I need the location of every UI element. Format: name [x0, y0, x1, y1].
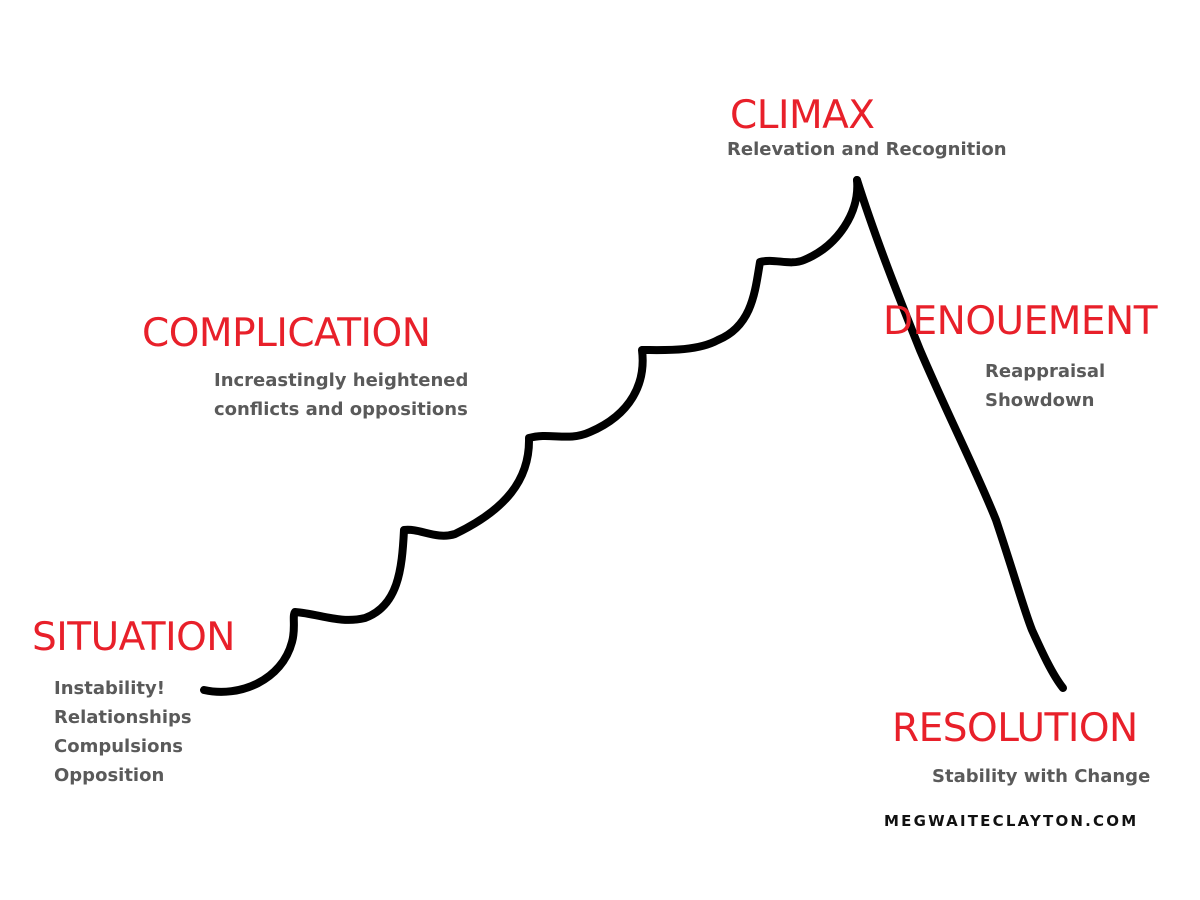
complication-line: Increastingly heightened — [214, 370, 469, 391]
complication-description: Increastingly heightened conflicts and o… — [214, 366, 468, 424]
complication-line: conflicts and oppositions — [214, 399, 468, 420]
climax-description: Relevation and Recognition — [727, 135, 1007, 164]
resolution-description: Stability with Change — [932, 762, 1150, 791]
situation-line: Compulsions — [54, 736, 183, 757]
climax-title: CLIMAX — [730, 93, 875, 138]
falling-action-line — [853, 176, 1067, 692]
resolution-line: Stability with Change — [932, 766, 1151, 787]
climax-line: Relevation and Recognition — [727, 139, 1007, 160]
situation-description: Instability! Relationships Compulsions O… — [54, 674, 192, 790]
denouement-line: Showdown — [985, 390, 1095, 411]
situation-line: Relationships — [54, 707, 192, 728]
site-watermark: MEGWAITECLAYTON.COM — [884, 812, 1139, 830]
denouement-description: Reappraisal Showdown — [985, 357, 1105, 415]
situation-line: Instability! — [54, 678, 165, 699]
resolution-title: RESOLUTION — [892, 706, 1138, 751]
situation-line: Opposition — [54, 765, 165, 786]
denouement-title: DENOUEMENT — [883, 299, 1158, 344]
situation-title: SITUATION — [32, 615, 235, 660]
denouement-line: Reappraisal — [985, 361, 1106, 382]
complication-title: COMPLICATION — [142, 311, 431, 356]
rising-action-line — [200, 176, 862, 696]
